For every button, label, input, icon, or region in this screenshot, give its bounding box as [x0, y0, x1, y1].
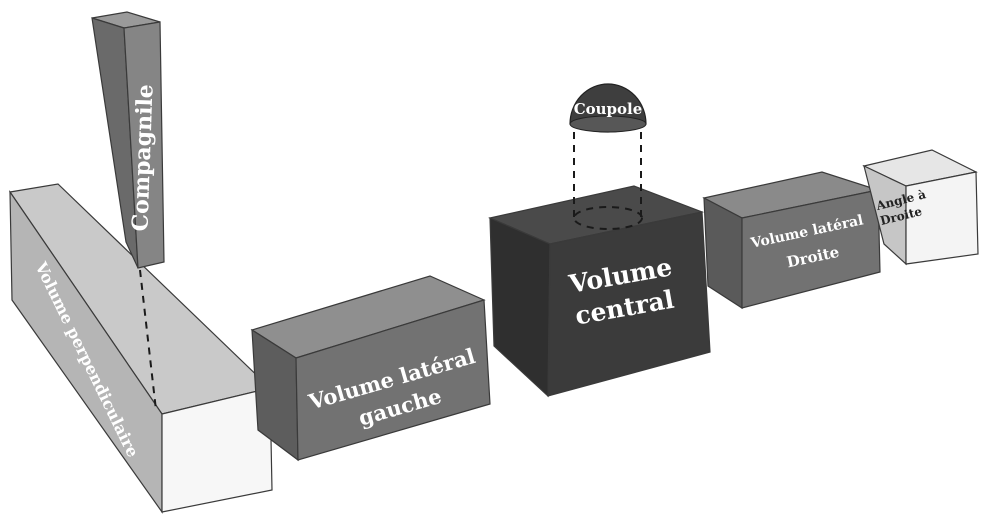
coupole-block: [569, 83, 647, 133]
volume-central-block: [488, 185, 711, 398]
lateral-droite-front-face: [741, 189, 881, 309]
perpendiculaire-end-face: [161, 387, 273, 513]
campanile-front-face: [123, 21, 165, 269]
label-coupole: Coupole: [574, 100, 643, 118]
label-campanile: Compagnile: [127, 84, 158, 232]
lateral-droite-side-face: [703, 196, 743, 310]
coupole-footprint: [573, 206, 643, 230]
volume-lateral-gauche-block: [250, 275, 491, 462]
campanile-block: [91, 11, 165, 269]
coupole-base: [569, 115, 647, 133]
campanile-projection-line: [139, 269, 157, 411]
lateral-gauche-front-face: [295, 299, 491, 461]
angle-droite-block: [862, 149, 979, 266]
angle-front-face: [905, 171, 979, 265]
central-side-face: [489, 217, 551, 398]
central-front-face: [547, 211, 711, 397]
volume-lateral-droite-block: [702, 171, 881, 310]
volume-perpendiculaire-block: [8, 183, 273, 514]
